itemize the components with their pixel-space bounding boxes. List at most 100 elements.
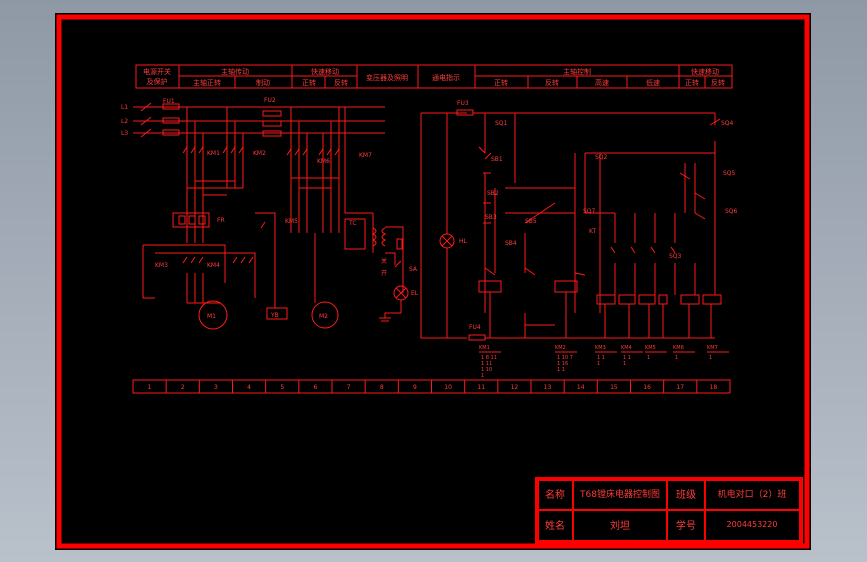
- contact-table-row: 1 1: [623, 355, 631, 361]
- header-table: [135, 64, 733, 89]
- label-km6: KM6: [317, 158, 330, 165]
- header-cell-power-2: 及保护: [147, 77, 168, 86]
- label-km5: KM5: [285, 218, 298, 225]
- header-cell-spindle-fwd: 主轴正转: [193, 78, 221, 87]
- label-sa: SA: [409, 266, 418, 273]
- column-number: 18: [710, 384, 718, 391]
- label-fu1: FU1: [163, 98, 175, 105]
- label-sb4: SB4: [505, 240, 517, 247]
- student-id: 2004453220: [727, 520, 778, 529]
- contact-table-row: 1: [623, 361, 626, 367]
- header-cell-brake: 制动: [256, 78, 270, 87]
- contact-table-title: KM3: [595, 345, 606, 351]
- header-cell-transformer: 变压器及照明: [366, 73, 408, 82]
- main-circuit: [133, 102, 722, 341]
- contact-table-title: KM5: [645, 345, 656, 351]
- contact-table-row: 1 10 7: [557, 355, 573, 361]
- drawing-sheet: 电源开关 及保护 主轴传动 主轴正转 制动 快速移动 正转 反转 变压器及照明 …: [55, 13, 811, 550]
- contact-table-title: KM1: [479, 345, 490, 351]
- label-sb1: SB1: [491, 156, 503, 163]
- header-texts: 电源开关 及保护 主轴传动 主轴正转 制动 快速移动 正转 反转 变压器及照明 …: [143, 67, 725, 87]
- column-number: 7: [347, 384, 351, 391]
- label-km2: KM2: [253, 150, 266, 157]
- contact-table-row: 1: [709, 355, 712, 361]
- column-number: 16: [643, 384, 651, 391]
- header-cell-power: 电源开关: [143, 67, 171, 76]
- column-number: 9: [413, 384, 417, 391]
- drawing-title: T68镗床电器控制图: [579, 488, 660, 500]
- column-number: 1: [148, 384, 152, 391]
- contact-table-row: 1 16: [557, 361, 568, 367]
- label-kt: KT: [589, 228, 596, 235]
- label-m2: M2: [319, 313, 328, 320]
- label-l3: L3: [121, 130, 128, 137]
- column-number: 2: [181, 384, 185, 391]
- label-sq7: SQ7: [583, 208, 596, 215]
- label-switch-off: 关: [381, 257, 387, 265]
- label-km3: KM3: [155, 262, 168, 269]
- column-number: 12: [511, 384, 519, 391]
- contact-table-row: 1: [675, 355, 678, 361]
- class-label: 班级: [676, 489, 696, 501]
- person-value: 刘坦: [610, 519, 630, 532]
- label-fu4: FU4: [469, 324, 481, 331]
- header-cell-high-speed: 高速: [595, 78, 609, 87]
- header-cell-rapid-2-fwd: 正转: [685, 78, 699, 87]
- contact-table-title: KM4: [621, 345, 632, 351]
- label-sq5: SQ5: [723, 170, 736, 177]
- label-el: EL: [411, 290, 419, 297]
- header-cell-rapid-fwd: 正转: [302, 78, 316, 87]
- contact-table-row: 1 8 11: [481, 355, 497, 361]
- column-number: 13: [544, 384, 552, 391]
- contact-table-title: KM2: [555, 345, 566, 351]
- label-yb: YB: [270, 312, 279, 319]
- label-sb5: SB5: [525, 218, 537, 225]
- header-cell-rapid-rev: 反转: [334, 78, 348, 87]
- header-cell-rapid: 快速移动: [311, 67, 339, 76]
- header-cell-spindle-control: 主轴控制: [563, 67, 591, 76]
- column-number: 15: [610, 384, 618, 391]
- column-number: 11: [477, 384, 485, 391]
- label-km7: KM7: [359, 152, 372, 159]
- column-number: 17: [676, 384, 684, 391]
- contact-table-row: 1: [597, 361, 600, 367]
- contact-table-row: 1 1: [597, 355, 605, 361]
- header-cell-rapid-2: 快速移动: [691, 67, 719, 76]
- contact-table-title: KM7: [707, 345, 718, 351]
- contact-table-row: 1: [481, 373, 484, 379]
- label-sb2: SB2: [487, 190, 499, 197]
- contact-table-title: KM6: [673, 345, 684, 351]
- contact-table-row: 1 10: [481, 367, 492, 373]
- column-number: 10: [444, 384, 452, 391]
- title-block: [535, 477, 803, 544]
- header-cell-power-indicator: 通电指示: [432, 73, 460, 82]
- label-km4: KM4: [207, 262, 220, 269]
- label-fu2: FU2: [264, 97, 276, 104]
- contact-table-row: 1 1: [557, 367, 565, 373]
- column-number: 14: [577, 384, 585, 391]
- outer-frame: [56, 14, 810, 549]
- label-fr: FR: [217, 217, 225, 224]
- component-labels: L1 L2 L3 FU1 FU2 FU3 FU4 FR KM1 KM2 KM3 …: [121, 97, 738, 331]
- label-sq3: SQ3: [669, 253, 682, 260]
- column-number: 3: [214, 384, 218, 391]
- column-number: 4: [247, 384, 251, 391]
- person-label: 姓名: [545, 519, 565, 532]
- header-cell-rapid-2-rev: 反转: [711, 78, 725, 87]
- header-cell-ctrl-fwd: 正转: [494, 78, 508, 87]
- title-block-texts: 名称 T68镗床电器控制图 班级 机电对口（2）班 姓名 刘坦 学号 20044…: [545, 488, 786, 532]
- label-switch-on: 开: [381, 270, 387, 277]
- label-sb3: SB3: [485, 214, 497, 221]
- label-km1: KM1: [207, 150, 220, 157]
- label-fu3: FU3: [457, 100, 469, 107]
- class-value: 机电对口（2）班: [718, 488, 787, 500]
- label-hl: HL: [459, 238, 468, 245]
- label-tc: TC: [348, 220, 357, 227]
- label-sq1: SQ1: [495, 120, 508, 127]
- column-number: 8: [380, 384, 384, 391]
- contact-table-row: 1 11: [481, 361, 492, 367]
- name-label: 名称: [545, 488, 565, 501]
- header-cell-spindle-drive: 主轴传动: [221, 67, 249, 76]
- id-label: 学号: [676, 519, 696, 532]
